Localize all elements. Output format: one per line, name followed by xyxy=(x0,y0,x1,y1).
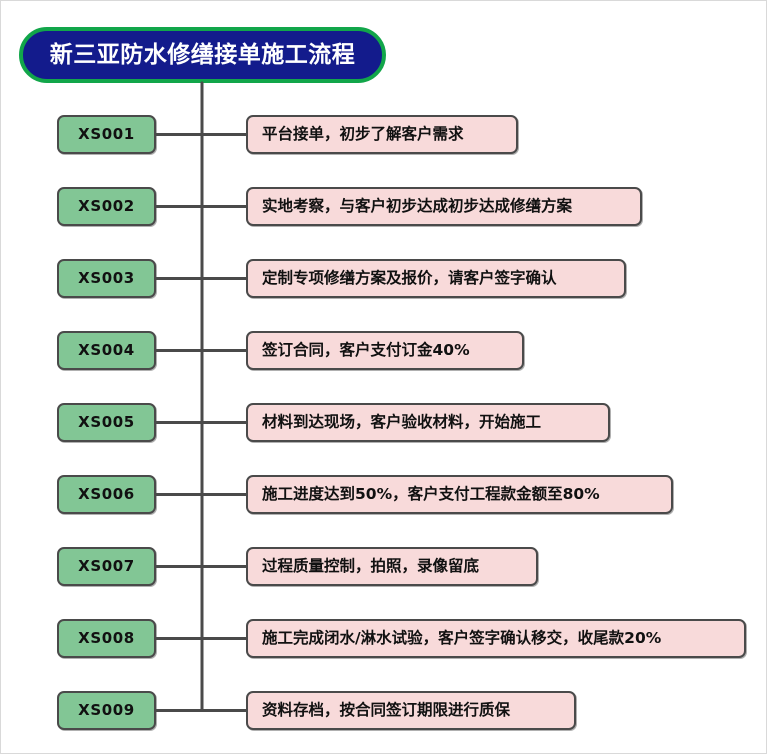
step-description-box[interactable]: 过程质量控制，拍照，录像留底 xyxy=(246,547,538,586)
step-code-box[interactable]: XS001 xyxy=(57,115,156,154)
step-code-box[interactable]: XS003 xyxy=(57,259,156,298)
step-code-box[interactable]: XS004 xyxy=(57,331,156,370)
step-description-box[interactable]: 定制专项修缮方案及报价，请客户签字确认 xyxy=(246,259,626,298)
step-description-label: 施工进度达到50%，客户支付工程款金额至80% xyxy=(262,484,600,503)
step-description-box[interactable]: 施工进度达到50%，客户支付工程款金额至80% xyxy=(246,475,673,514)
step-code-label: XS003 xyxy=(78,269,135,287)
step-code-label: XS008 xyxy=(78,629,135,647)
step-description-label: 签订合同，客户支付订金40% xyxy=(262,340,470,359)
step-code-label: XS005 xyxy=(78,413,135,431)
step-code-box[interactable]: XS007 xyxy=(57,547,156,586)
step-code-label: XS002 xyxy=(78,197,135,215)
step-code-label: XS001 xyxy=(78,125,135,143)
step-code-box[interactable]: XS008 xyxy=(57,619,156,658)
step-code-label: XS007 xyxy=(78,557,135,575)
step-description-box[interactable]: 实地考察，与客户初步达成初步达成修缮方案 xyxy=(246,187,642,226)
step-description-label: 平台接单，初步了解客户需求 xyxy=(262,124,464,143)
step-description-label: 实地考察，与客户初步达成初步达成修缮方案 xyxy=(262,196,573,215)
step-code-box[interactable]: XS005 xyxy=(57,403,156,442)
step-description-label: 资料存档，按合同签订期限进行质保 xyxy=(262,700,511,719)
step-code-box[interactable]: XS006 xyxy=(57,475,156,514)
step-code-label: XS009 xyxy=(78,701,135,719)
step-code-box[interactable]: XS009 xyxy=(57,691,156,730)
step-description-label: 定制专项修缮方案及报价，请客户签字确认 xyxy=(262,268,557,287)
step-code-label: XS006 xyxy=(78,485,135,503)
step-code-label: XS004 xyxy=(78,341,135,359)
step-code-box[interactable]: XS002 xyxy=(57,187,156,226)
step-description-box[interactable]: 平台接单，初步了解客户需求 xyxy=(246,115,518,154)
step-description-label: 材料到达现场，客户验收材料，开始施工 xyxy=(262,412,542,431)
flowchart-title-text: 新三亚防水修缮接单施工流程 xyxy=(49,41,356,68)
step-description-label: 施工完成闭水/淋水试验，客户签字确认移交，收尾款20% xyxy=(262,628,662,647)
step-description-box[interactable]: 资料存档，按合同签订期限进行质保 xyxy=(246,691,576,730)
flowchart-title: 新三亚防水修缮接单施工流程 xyxy=(19,27,386,83)
step-description-box[interactable]: 施工完成闭水/淋水试验，客户签字确认移交，收尾款20% xyxy=(246,619,746,658)
step-description-box[interactable]: 签订合同，客户支付订金40% xyxy=(246,331,524,370)
step-description-label: 过程质量控制，拍照，录像留底 xyxy=(262,556,480,575)
step-description-box[interactable]: 材料到达现场，客户验收材料，开始施工 xyxy=(246,403,610,442)
